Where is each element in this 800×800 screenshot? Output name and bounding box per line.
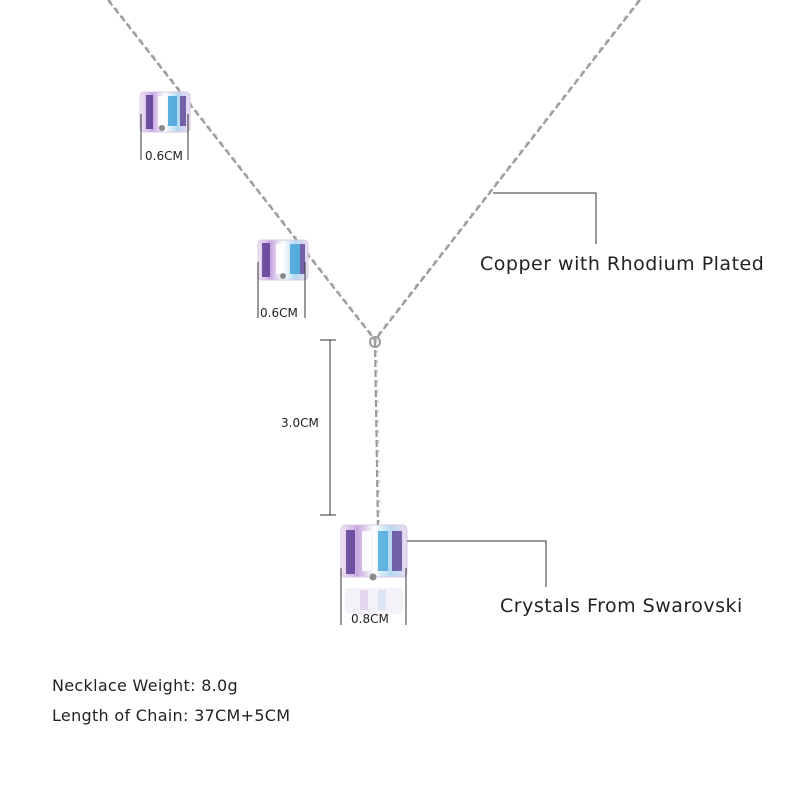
chain-right [372, 0, 641, 341]
chain-left [107, 0, 378, 341]
weight-spec-label: Necklace Weight: [52, 676, 196, 695]
material-callout: Copper with Rhodium Plated [480, 253, 765, 275]
crystal-cube-bottom [340, 524, 408, 614]
bottom-cube-size-label: 0.8CM [351, 612, 389, 626]
weight-spec: Necklace Weight: 8.0g [52, 676, 238, 695]
top-cube-size-label: 0.6CM [145, 149, 183, 163]
length-spec-label: Length of Chain: [52, 706, 189, 725]
crystal-cube-middle [257, 239, 309, 281]
weight-spec-value: 8.0g [201, 676, 238, 695]
length-spec-value: 37CM+5CM [194, 706, 291, 725]
chain-drop [369, 336, 381, 531]
crystal-cube-top [139, 91, 191, 133]
dimension-lines [140, 114, 597, 625]
middle-cube-size-label: 0.6CM [260, 306, 298, 320]
length-spec: Length of Chain: 37CM+5CM [52, 706, 290, 725]
crystal-callout: Crystals From Swarovski [500, 595, 743, 617]
drop-length-label: 3.0CM [281, 416, 319, 430]
